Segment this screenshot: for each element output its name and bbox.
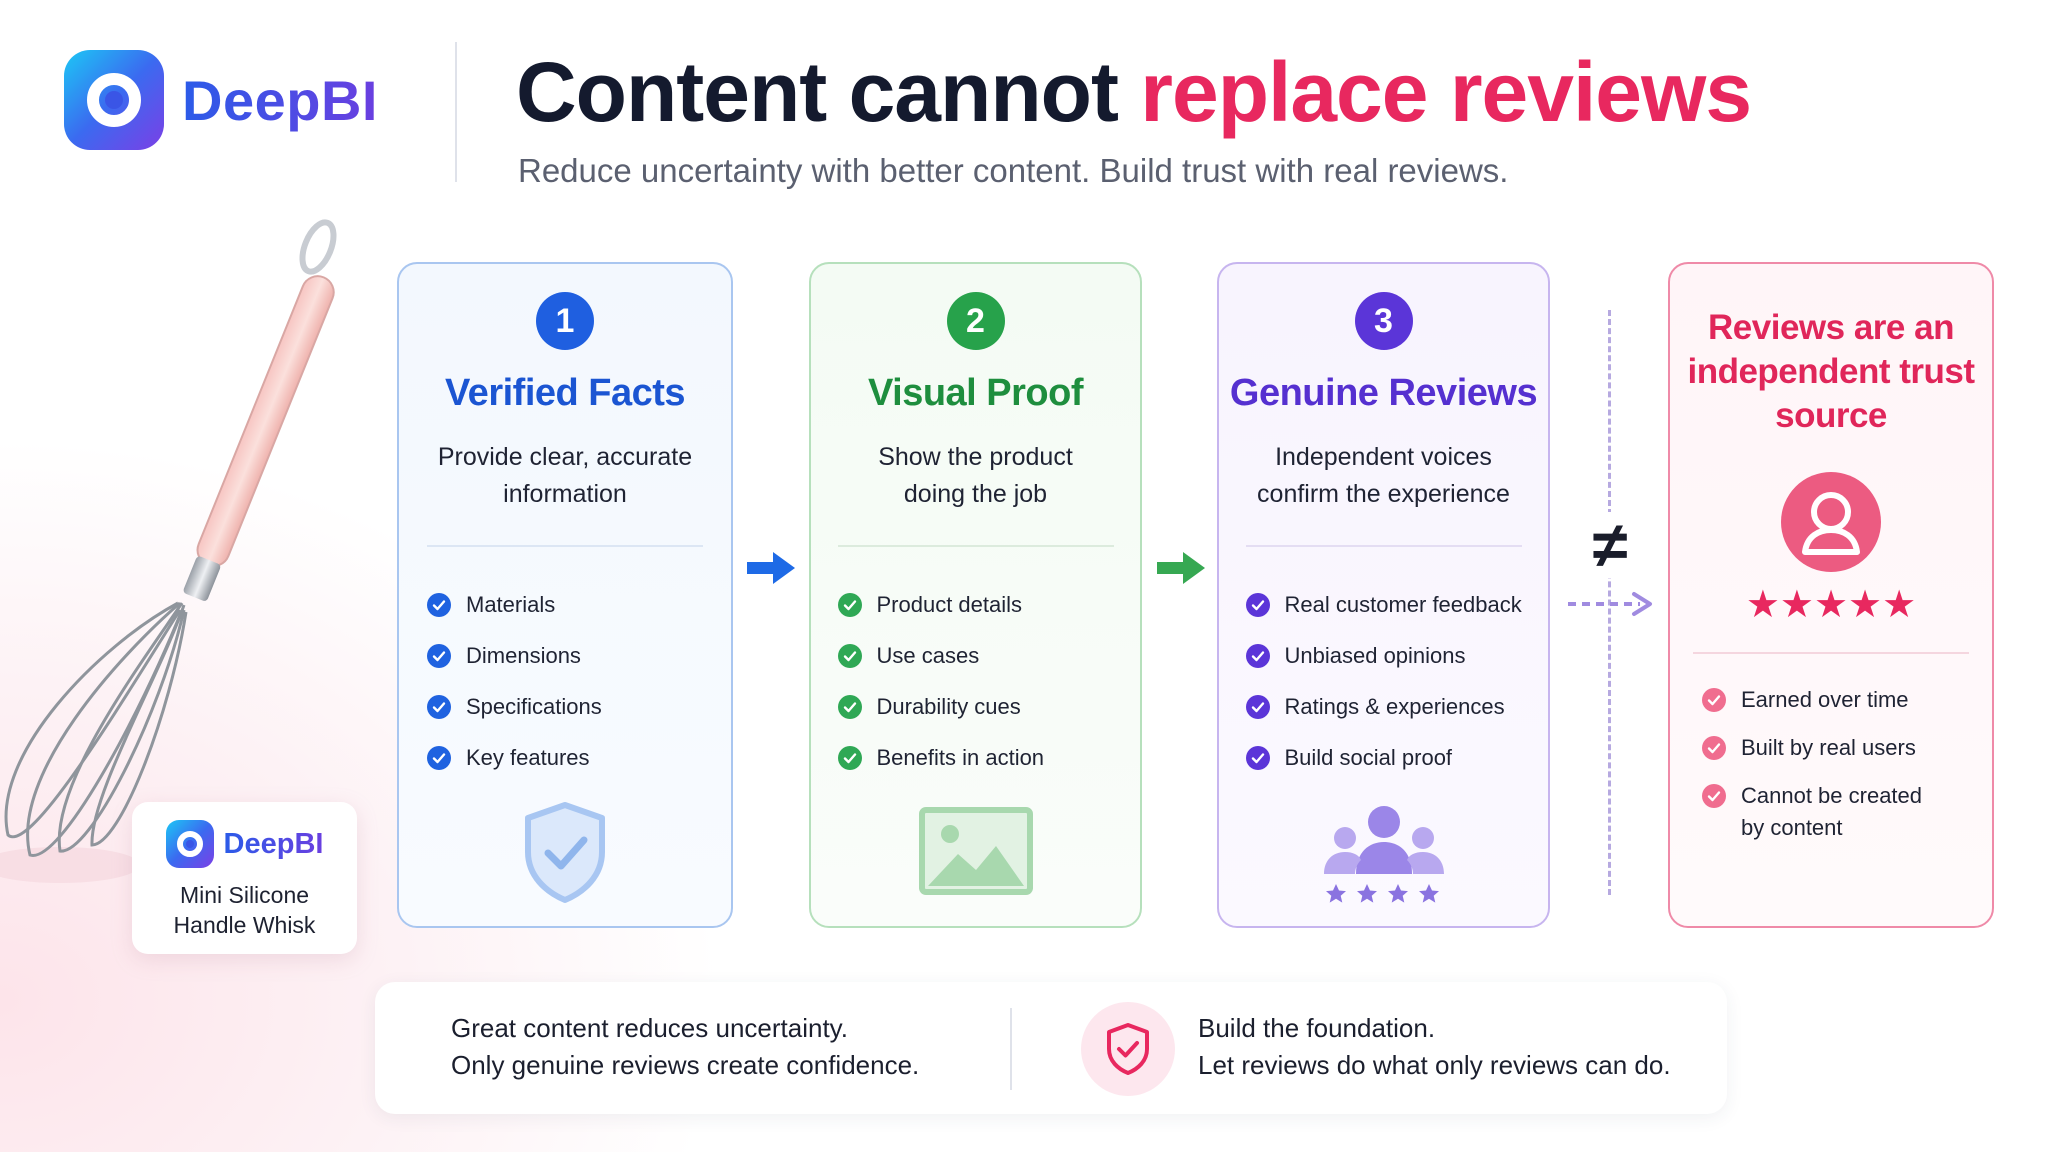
check-icon: [427, 694, 451, 719]
title-part-1: Content cannot: [516, 45, 1141, 139]
step-number-badge: 1: [536, 292, 594, 350]
check-icon: [1245, 694, 1270, 719]
star-icons: ★★★★★: [1745, 584, 1917, 626]
list-item-label: Key features: [466, 744, 590, 770]
list-item-label: Real customer feedback: [1284, 591, 1522, 617]
card-description: Provide clear, accurate information: [437, 443, 693, 508]
dashed-arrow-icon: [1568, 592, 1652, 616]
summary-left-text: Great content reduces uncertainty. Only …: [451, 1013, 920, 1080]
card-visual-proof: 2 Visual Proof Show the product doing th…: [809, 262, 1142, 928]
product-card-brand: DeepBI: [223, 827, 324, 860]
dashed-divider: [1608, 310, 1611, 895]
page-subtitle: Reduce uncertainty with better content. …: [518, 152, 1509, 189]
list-item: Ratings & experiences: [1245, 681, 1522, 732]
list-item-label: Durability cues: [876, 693, 1021, 719]
card-verified-facts: 1 Verified Facts Provide clear, accurate…: [397, 262, 733, 928]
product-card: DeepBI Mini Silicone Handle Whisk: [132, 802, 357, 954]
list-item-label: Dimensions: [466, 642, 581, 668]
check-icon: [837, 592, 862, 617]
check-icon: [837, 643, 862, 668]
list-item-label: Earned over time: [1741, 687, 1909, 712]
check-icon: [1702, 688, 1726, 712]
list-item-label: Specifications: [466, 693, 602, 719]
product-name: Mini Silicone Handle Whisk: [173, 882, 316, 938]
brand-logo: DeepBI: [64, 50, 378, 150]
product-card-logo: DeepBI: [165, 820, 324, 868]
summary-divider: [1010, 1008, 1012, 1090]
deepbi-logo-icon: [165, 820, 214, 868]
card-trust-source: Reviews are an independent trust source …: [1668, 262, 1994, 928]
card-divider: [1693, 652, 1969, 654]
user-avatar-icon: [1781, 472, 1881, 572]
list-item-label: Benefits in action: [876, 744, 1045, 770]
deepbi-logo-icon: [64, 50, 164, 150]
card-item-list: Materials Dimensions Specifications Key …: [427, 579, 703, 783]
not-equal-symbol: ≠: [1582, 512, 1638, 578]
check-icon: [1702, 736, 1726, 760]
shield-check-icon: [1107, 1023, 1149, 1075]
summary-shield-badge: [1081, 1002, 1175, 1096]
list-item: Built by real users: [1702, 732, 1960, 764]
card-item-list: Product details Use cases Durability cue…: [837, 579, 1114, 783]
list-item-label: Unbiased opinions: [1284, 642, 1466, 668]
card-title: Visual Proof: [867, 372, 1084, 414]
card-divider: [837, 545, 1114, 547]
list-item-label: Materials: [466, 591, 556, 617]
image-icon: [918, 807, 1033, 895]
summary-right-text: Build the foundation. Let reviews do wha…: [1198, 1013, 1671, 1080]
check-icon: [1702, 784, 1726, 808]
check-icon: [1245, 643, 1270, 668]
bottom-summary-bar: Great content reduces uncertainty. Only …: [375, 982, 1727, 1114]
list-item: Use cases: [837, 630, 1114, 681]
card-item-list: Real customer feedback Unbiased opinions…: [1245, 579, 1522, 783]
trust-card-title: Reviews are an independent trust source: [1687, 308, 1975, 435]
check-icon: [837, 745, 862, 770]
check-icon: [427, 745, 451, 770]
list-item: Product details: [837, 579, 1114, 630]
page-title: Content cannot replace reviews: [516, 44, 1752, 141]
trust-item-list: Earned over time Built by real users Can…: [1702, 684, 1960, 860]
arrow-right-icon: [1157, 552, 1205, 584]
users-stars-icon: [1323, 806, 1444, 903]
list-item: Build social proof: [1245, 732, 1522, 783]
list-item: Dimensions: [427, 630, 703, 681]
card-description: Show the product doing the job: [878, 443, 1073, 508]
header-divider: [455, 42, 457, 182]
list-item: Benefits in action: [837, 732, 1114, 783]
title-part-2: replace reviews: [1140, 45, 1752, 139]
card-genuine-reviews: 3 Genuine Reviews Independent voices con…: [1217, 262, 1550, 928]
card-divider: [1245, 545, 1522, 547]
list-item: Materials: [427, 579, 703, 630]
list-item-label: Built by real users: [1741, 735, 1916, 760]
arrow-right-icon: [747, 552, 795, 584]
list-item-label: Product details: [876, 591, 1023, 617]
list-item: Key features: [427, 732, 703, 783]
list-item-label: Use cases: [876, 642, 980, 668]
list-item: Unbiased opinions: [1245, 630, 1522, 681]
whisk-illustration: [0, 219, 337, 883]
brand-name: DeepBI: [182, 68, 378, 132]
check-icon: [1245, 745, 1270, 770]
check-icon: [427, 643, 451, 668]
list-item: Real customer feedback: [1245, 579, 1522, 630]
list-item: Cannot be created by content: [1702, 780, 1960, 844]
shield-check-icon: [525, 802, 605, 903]
step-number-badge: 2: [946, 292, 1005, 350]
check-icon: [837, 694, 862, 719]
star-rating: ★★★★★: [1743, 586, 1919, 624]
list-item: Earned over time: [1702, 684, 1960, 716]
list-item-label: Build social proof: [1284, 744, 1453, 770]
step-number-badge: 3: [1354, 292, 1413, 350]
list-item-label: Cannot be created by content: [1741, 783, 1923, 840]
list-item: Durability cues: [837, 681, 1114, 732]
card-title: Verified Facts: [444, 372, 686, 414]
list-item-label: Ratings & experiences: [1284, 693, 1505, 719]
card-description: Independent voices confirm the experienc…: [1257, 443, 1510, 508]
list-item: Specifications: [427, 681, 703, 732]
check-icon: [427, 592, 451, 617]
card-title: Genuine Reviews: [1229, 372, 1538, 414]
check-icon: [1245, 592, 1270, 617]
card-divider: [427, 545, 703, 547]
